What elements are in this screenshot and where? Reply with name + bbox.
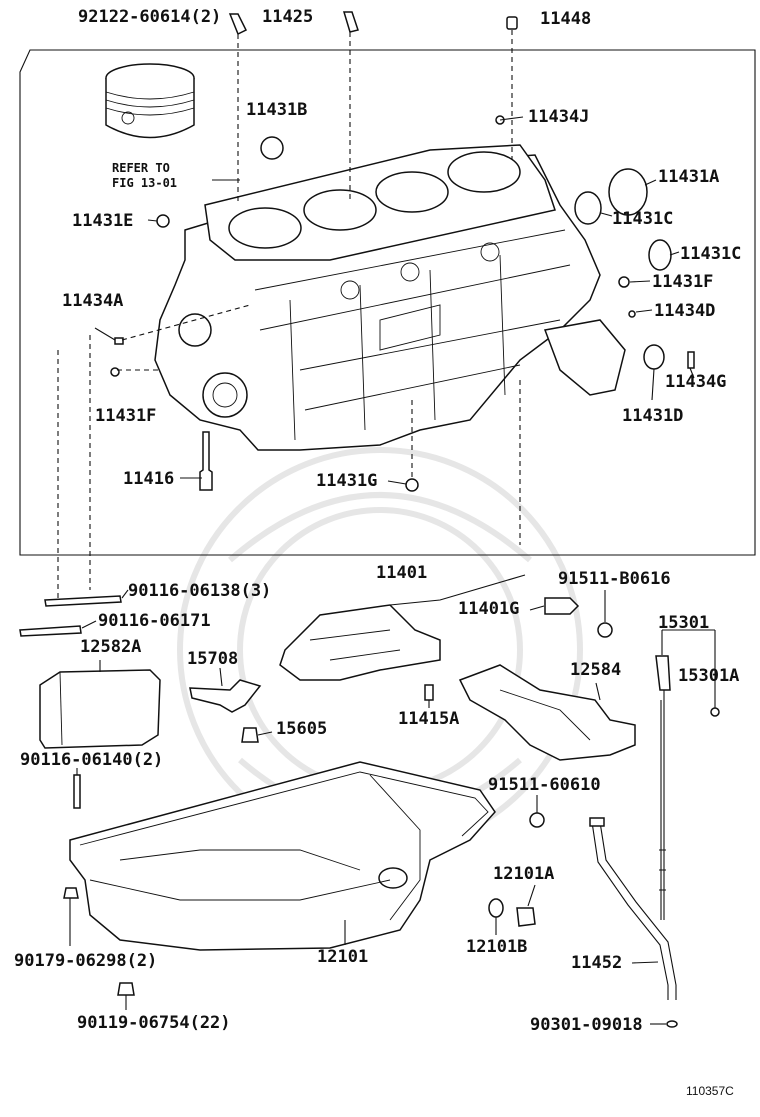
label-11431B: 11431B <box>246 100 307 120</box>
label-90116-06138: 90116-06138(3) <box>128 581 271 601</box>
label-11448: 11448 <box>540 9 591 29</box>
plug-11431E <box>156 214 170 228</box>
label-11434J: 11434J <box>528 107 589 127</box>
label-91511-B0616: 91511-B0616 <box>558 569 671 589</box>
oring-15301A <box>710 707 720 717</box>
plug-11431A <box>608 168 648 216</box>
piston-reference-drawing <box>105 63 195 139</box>
bolt-91511-B0616-head <box>544 597 580 615</box>
label-90179-06298: 90179-06298(2) <box>14 951 157 971</box>
plug-11431B <box>260 136 284 160</box>
refer-note-line1: REFER TO <box>112 161 170 175</box>
label-12584: 12584 <box>570 660 621 680</box>
label-11434A: 11434A <box>62 291 123 311</box>
label-11431D: 11431D <box>622 406 683 426</box>
label-11416: 11416 <box>123 469 174 489</box>
plug-11431D <box>643 344 665 370</box>
plug-12101A <box>516 907 536 927</box>
label-11401G: 11401G <box>458 599 519 619</box>
plug-11431C-1 <box>574 191 602 225</box>
baffle-plate-12584 <box>458 664 636 761</box>
label-91511-60610: 91511-60610 <box>488 775 601 795</box>
plug-11431F-right <box>618 276 630 288</box>
pin-11434G <box>687 351 695 369</box>
bolt-11415A <box>424 684 434 701</box>
plug-11448 <box>506 16 518 30</box>
bolt-11416 <box>199 431 213 491</box>
label-12101: 12101 <box>317 947 368 967</box>
label-11431C-1: 11431C <box>612 209 673 229</box>
label-11431F-right: 11431F <box>652 272 713 292</box>
label-11431F-left: 11431F <box>95 406 156 426</box>
plug-11431G <box>405 478 419 492</box>
guide-tube-11452 <box>589 817 677 1000</box>
label-11434G: 11434G <box>665 372 726 392</box>
label-90119-06754: 90119-06754(22) <box>77 1013 231 1033</box>
gasket-12101B <box>488 898 504 918</box>
pin-11434D <box>628 310 636 318</box>
label-12101B: 12101B <box>466 937 527 957</box>
label-15605: 15605 <box>276 719 327 739</box>
bolt-15605 <box>241 727 259 743</box>
stud-90116-06138 <box>44 595 122 607</box>
label-92122-60614: 92122-60614(2) <box>78 7 221 27</box>
pin-11434A <box>114 337 124 345</box>
label-11431G: 11431G <box>316 471 377 491</box>
stud-90116-06171 <box>19 625 82 637</box>
plug-11431C-2 <box>648 239 672 271</box>
oil-strainer-11401G <box>279 604 441 681</box>
image-code: 110357C <box>686 1084 734 1098</box>
label-11434D: 11434D <box>654 301 715 321</box>
bracket-15708 <box>189 679 262 713</box>
label-11415A: 11415A <box>398 709 459 729</box>
bolt-91511-60610 <box>529 812 545 828</box>
label-11452: 11452 <box>571 953 622 973</box>
stud-90116-06140 <box>73 774 81 809</box>
label-11431A: 11431A <box>658 167 719 187</box>
label-15301A: 15301A <box>678 666 739 686</box>
label-15708: 15708 <box>187 649 238 669</box>
label-12582A: 12582A <box>80 637 141 657</box>
dipstick-15301 <box>655 655 671 920</box>
label-11431E: 11431E <box>72 211 133 231</box>
oring-90301-09018 <box>666 1020 678 1028</box>
label-11425: 11425 <box>262 7 313 27</box>
engine-block-group-frame <box>19 49 756 556</box>
label-11401: 11401 <box>376 563 427 583</box>
cylinder-block-drawing <box>154 144 626 451</box>
label-11431C-2: 11431C <box>680 244 741 264</box>
label-90301-09018: 90301-09018 <box>530 1015 643 1035</box>
stud-92122 <box>228 13 248 36</box>
label-90116-06140: 90116-06140(2) <box>20 750 163 770</box>
label-90116-06171: 90116-06171 <box>98 611 211 631</box>
stiffener-12582A <box>39 669 161 749</box>
oil-pan-12101 <box>69 761 496 951</box>
washer-91511-B0616 <box>597 622 613 638</box>
plug-90179-06298 <box>63 887 79 899</box>
plug-11431F-left <box>110 367 120 377</box>
stud-11425 <box>342 11 359 33</box>
label-12101A: 12101A <box>493 864 554 884</box>
bolt-90119-06754 <box>117 982 135 996</box>
refer-note-line2: FIG 13-01 <box>112 176 177 190</box>
label-15301: 15301 <box>658 613 709 633</box>
